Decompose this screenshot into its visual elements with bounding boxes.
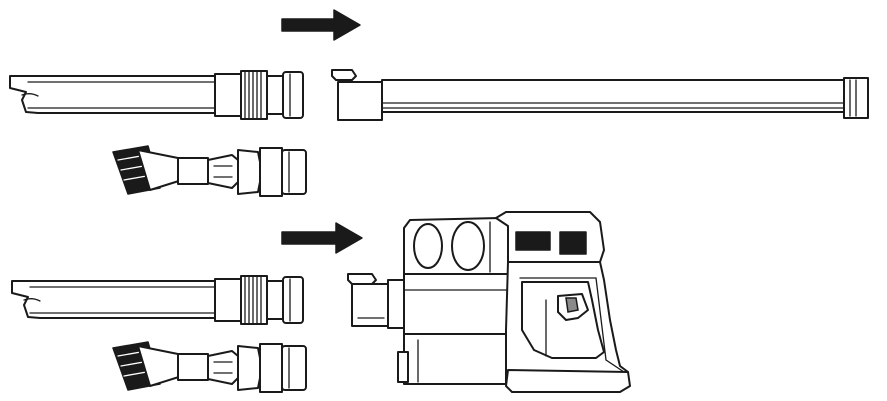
arrow-right-icon: [281, 9, 361, 41]
brush-tool-bottom: [112, 341, 307, 393]
handheld-vacuum-unit: [347, 211, 631, 393]
crevice-tool-top: [9, 70, 304, 120]
battery-base: [505, 369, 631, 393]
motor-housing: [495, 211, 605, 263]
brush-tool-top: [112, 145, 307, 197]
arrow-right-icon: [281, 222, 363, 254]
dust-cup: [397, 217, 509, 385]
extension-tube: [331, 69, 869, 121]
handle: [505, 261, 629, 391]
crevice-tool-bottom: [11, 275, 304, 325]
